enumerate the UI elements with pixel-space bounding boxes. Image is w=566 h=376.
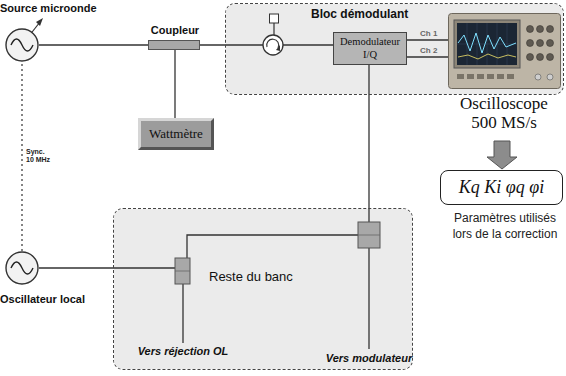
scope-knob (547, 40, 554, 47)
region-fill (226, 4, 563, 94)
sine-wave (11, 39, 33, 51)
generator-symbol (5, 251, 39, 285)
connector (39, 44, 148, 45)
region-fill (114, 209, 412, 369)
scope-button (497, 74, 504, 79)
local-oscillator: Oscillateur local (5, 251, 39, 285)
scope-knob (537, 54, 544, 61)
coupler-detail (175, 271, 190, 272)
wire (39, 267, 175, 268)
connector (174, 50, 175, 118)
generator-circle (6, 29, 38, 61)
scope-button (507, 74, 514, 79)
coupler-symbol (358, 222, 380, 248)
node-label: Coupleur (135, 24, 215, 36)
scope-frame (449, 14, 561, 89)
wattmeter-box: Wattmètre (138, 118, 214, 150)
node-label: Demodulateur I/Q (337, 36, 403, 60)
scope-input (547, 74, 553, 80)
scope-knob (547, 26, 554, 33)
wire (187, 235, 358, 258)
scope-knob (527, 40, 534, 47)
scope-knob (537, 26, 544, 33)
connector (407, 56, 448, 57)
load-square (270, 14, 279, 23)
demod-block-region: Bloc démodulantDemodulateur I/QOscillosc… (225, 3, 564, 95)
scope-grid (457, 44, 517, 45)
generator-symbol (5, 28, 39, 62)
demodulator-box: Demodulateur I/Q (333, 32, 407, 65)
microwave-source: Source microonde (5, 28, 39, 62)
node-label: Bloc démodulant (311, 7, 408, 21)
scope-knob (547, 54, 554, 61)
scope-screen (457, 23, 517, 65)
connector (407, 39, 448, 40)
coupler-box: Coupleur (148, 40, 200, 50)
scope-trace (458, 33, 516, 53)
scope-knob (527, 54, 534, 61)
coupler-detail (358, 235, 380, 236)
scope-knob (527, 26, 534, 33)
node-label: Oscillateur local (0, 293, 85, 305)
free-label: Paramètres utilisés lors de la correctio… (450, 211, 560, 242)
node-label: Reste du banc (209, 269, 293, 284)
node-label: Source microonde (0, 2, 97, 14)
tuning-arrow-head (36, 18, 43, 26)
oscilloscope: Oscilloscope 500 MS/s (448, 13, 561, 138)
wire (182, 284, 183, 343)
node-label: Oscilloscope 500 MS/s (450, 95, 558, 132)
circulator-symbol (263, 35, 283, 55)
parameters-box: Kq Ki φq φi (440, 170, 563, 205)
scope-input (535, 74, 541, 80)
oscilloscope-picture (448, 13, 561, 89)
wire (368, 64, 369, 349)
circulator-arrow (267, 39, 279, 48)
free-label: Vers modulateur (319, 352, 419, 364)
connector (487, 141, 517, 169)
scope-button (457, 74, 464, 79)
connector (21, 62, 22, 251)
scope-button (477, 74, 484, 79)
scope-knob (537, 40, 544, 47)
edge-label: Ch 1 (420, 29, 437, 38)
scope-button (487, 74, 494, 79)
generator-circle (6, 252, 38, 284)
scope-button (467, 74, 474, 79)
coupler-symbol (175, 258, 190, 284)
circulator-arrow-head (276, 45, 280, 51)
sine-wave (11, 262, 33, 274)
free-label: Vers réjection OL (123, 345, 243, 357)
node-label: Wattmètre (149, 126, 203, 142)
node-label: Kq Ki φq φi (459, 177, 544, 198)
edge-label: Ch 2 (420, 46, 437, 55)
isolator-stub (273, 23, 274, 35)
scope-trace (458, 54, 516, 59)
scope-bezel (454, 20, 520, 68)
edge-label: Sync. 10 MHz (26, 148, 54, 164)
